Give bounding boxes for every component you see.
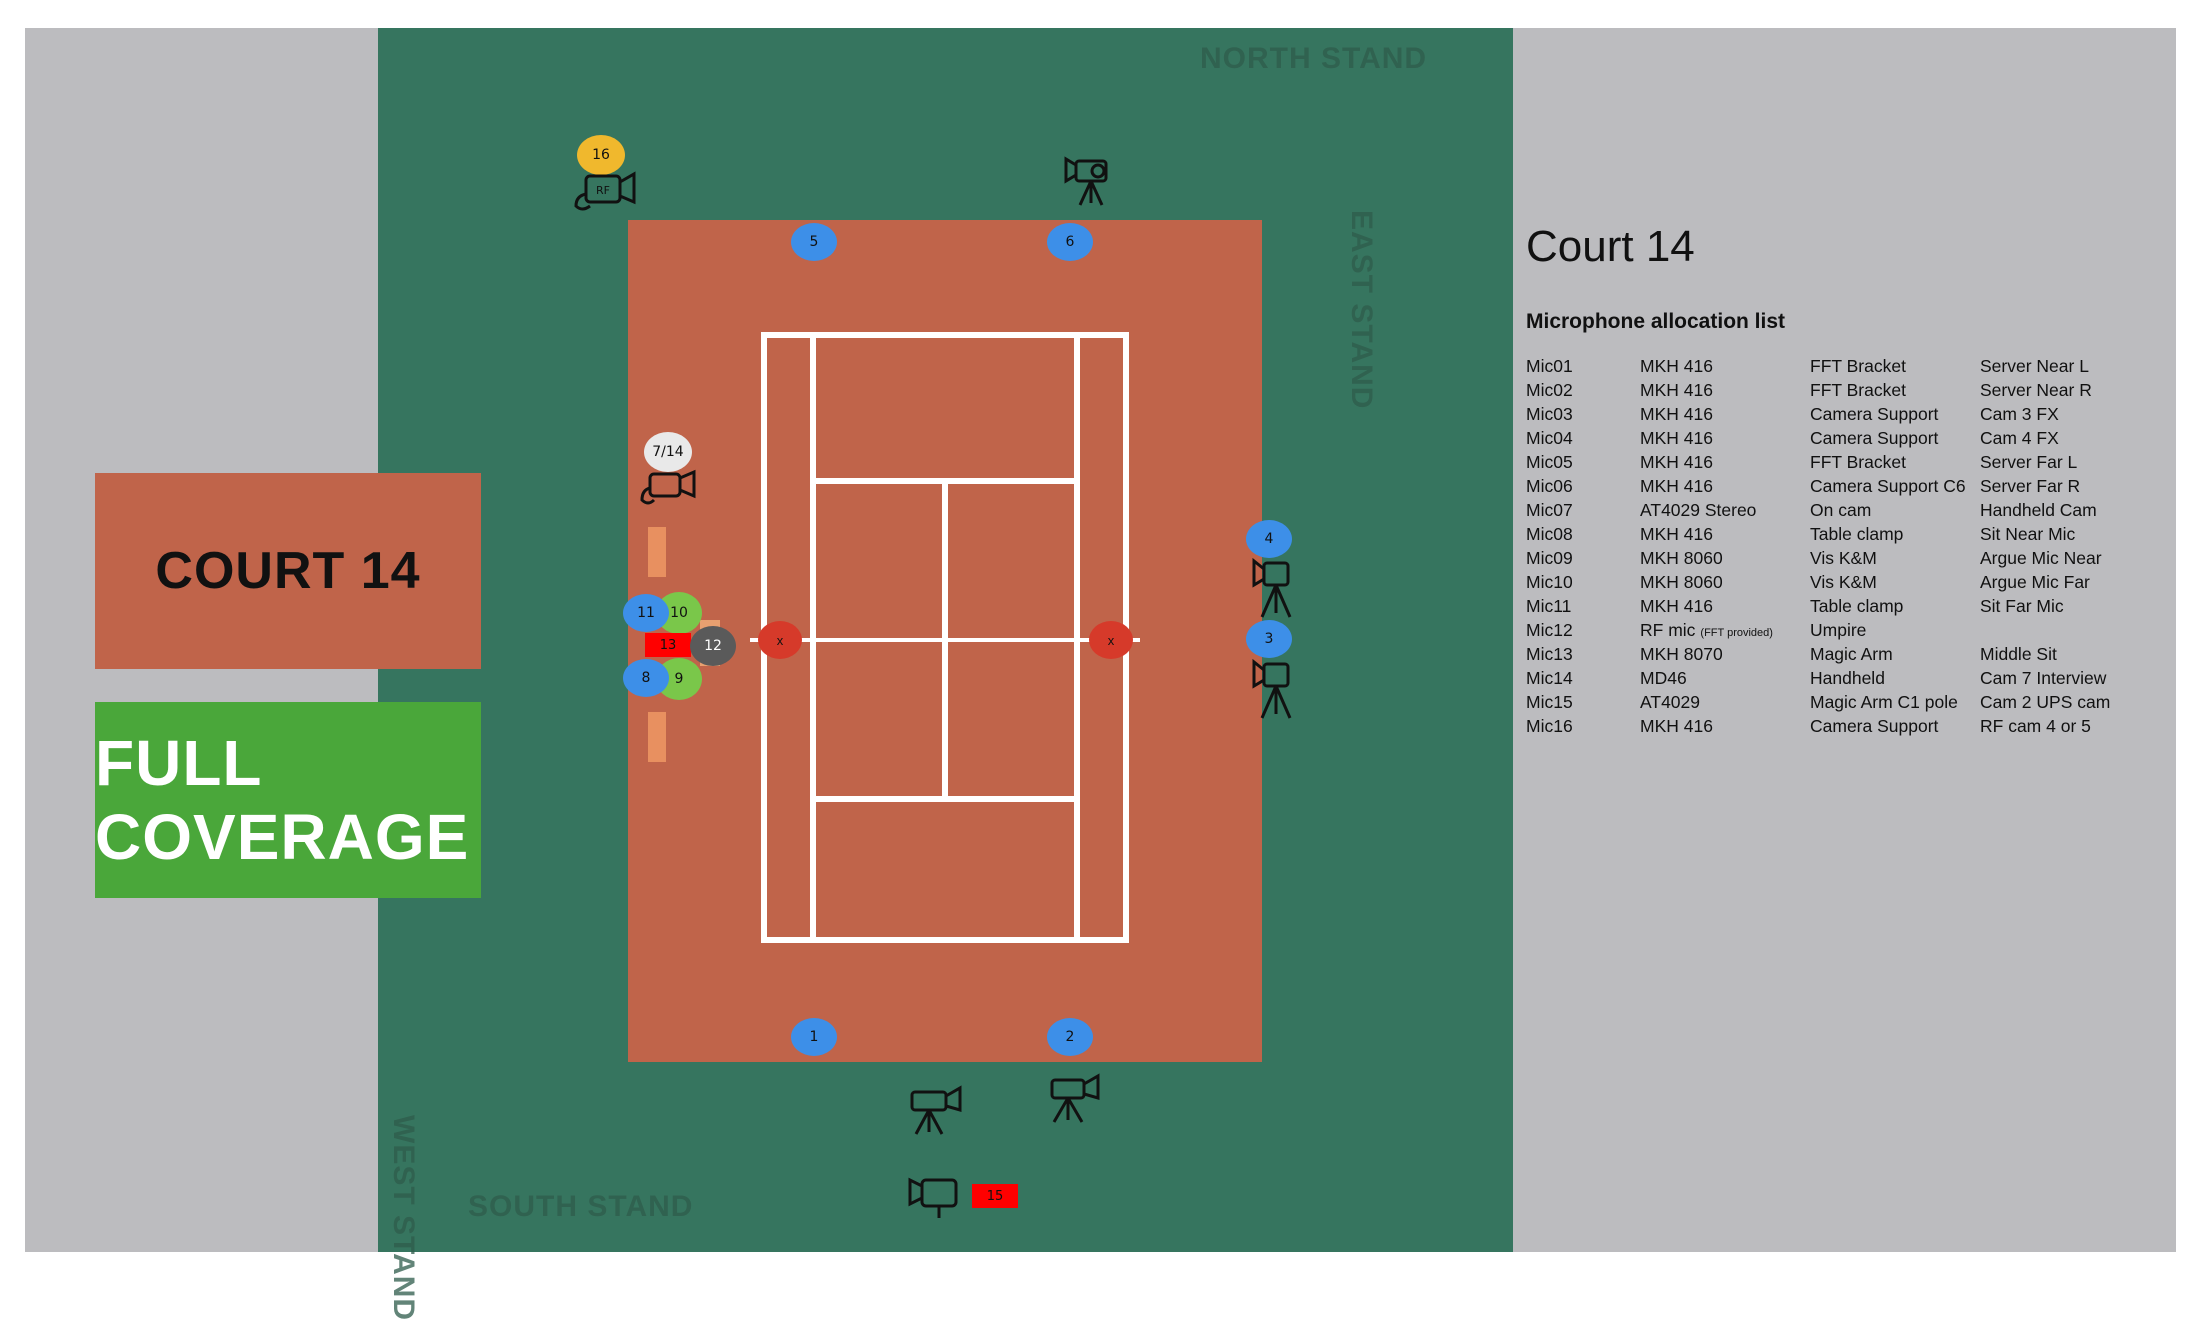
bench-near [648,527,666,577]
mic-model: AT4029 [1640,692,1700,712]
mic-id: Mic15 [1526,692,1573,712]
mic-position: Cam 3 FX [1980,404,2059,424]
mic-marker-11: 11 [623,594,669,632]
mic-id: Mic04 [1526,428,1573,448]
mic-id: Mic05 [1526,452,1573,472]
mic-position: Server Far R [1980,476,2081,496]
list-heading: Microphone allocation list [1526,310,1786,333]
mic-id: Mic06 [1526,476,1573,496]
mic-id: Mic14 [1526,668,1573,688]
mic-id: Mic10 [1526,572,1573,592]
mic-mount: FFT Bracket [1810,380,1906,400]
mic-position: Argue Mic Far [1980,572,2090,592]
mic-id: Mic02 [1526,380,1573,400]
mic-id: Mic12 [1526,620,1573,640]
court-name-badge: COURT 14 [95,473,481,669]
mic-model: MKH 416 [1640,596,1713,616]
mic-model: RF mic (FFT provided) [1640,620,1773,641]
mic-mount: Camera Support [1810,404,1939,424]
mic-marker-4: 4 [1246,520,1292,558]
mic-model: MKH 416 [1640,404,1713,424]
mic-mount: Table clamp [1810,596,1904,616]
mic-id: Mic01 [1526,356,1573,376]
mic-mount: Camera Support [1810,716,1939,736]
mic-mount: Handheld [1810,668,1885,688]
mic-model-note: (FFT provided) [1700,627,1773,639]
mic-marker-2: 2 [1047,1018,1093,1056]
mic-mount: FFT Bracket [1810,452,1906,472]
mic-id: Mic16 [1526,716,1573,736]
mic-model: MKH 416 [1640,476,1713,496]
mic-model: MKH 8060 [1640,548,1723,568]
mic-marker-6: 6 [1047,223,1093,261]
mic-model: MKH 416 [1640,524,1713,544]
mic-mount: On cam [1810,500,1872,520]
camera-on-tripod-icon [1252,557,1292,618]
camera-on-tripod-icon [910,1085,962,1135]
mic-position: Argue Mic Near [1980,548,2102,568]
mic-model: MKH 416 [1640,452,1713,472]
mic-marker-13: 13 [645,633,691,657]
rf-camera-icon: RF [574,171,636,211]
mic-model: MD46 [1640,668,1687,688]
net-post-right: x [1089,621,1133,659]
mic-id: Mic03 [1526,404,1573,424]
mic-mount: Camera Support C6 [1810,476,1966,496]
mic-mount: Vis K&M [1810,548,1877,568]
mic-position: Sit Near Mic [1980,524,2076,544]
mic-marker-10: 10 [656,592,702,634]
mic-id: Mic13 [1526,644,1573,664]
mic-position: Cam 2 UPS cam [1980,692,2111,712]
net-post-left: x [758,621,802,659]
mic-id: Mic09 [1526,548,1573,568]
mic-position: RF cam 4 or 5 [1980,716,2091,736]
mic-model: MKH 416 [1640,428,1713,448]
mic-mount: Camera Support [1810,428,1939,448]
coverage-badge: FULL COVERAGE [95,702,481,898]
mic-marker-8: 8 [623,659,669,697]
mic-mount: Magic Arm [1810,644,1893,664]
mic-marker-1: 1 [791,1018,837,1056]
bench-far [648,712,666,762]
camera-on-tripod-icon [1064,156,1108,206]
mic-marker-12: 12 [690,626,736,666]
mic-model: MKH 416 [1640,356,1713,376]
mic-position: Middle Sit [1980,644,2057,664]
handheld-camera-icon [640,469,696,505]
mic-model: AT4029 Stereo [1640,500,1757,520]
mic-id: Mic07 [1526,500,1573,520]
mic-model-name: RF mic [1640,620,1696,640]
mic-mount: Umpire [1810,620,1867,640]
mic-model: MKH 416 [1640,380,1713,400]
mic-mount: Vis K&M [1810,572,1877,592]
mic-mount: Magic Arm C1 pole [1810,692,1958,712]
mic-id: Mic08 [1526,524,1573,544]
mic-id: Mic11 [1526,596,1572,616]
ups-camera-icon [908,1177,958,1218]
mic-marker-15: 15 [972,1184,1018,1208]
mic-model: MKH 416 [1640,716,1713,736]
mic-position: Cam 7 Interview [1980,668,2107,688]
page-title: Court 14 [1526,222,1695,271]
mic-position: Handheld Cam [1980,500,2097,520]
mic-marker-5: 5 [791,223,837,261]
mic-model: MKH 8060 [1640,572,1723,592]
mic-marker-16: 16 [577,135,625,175]
rf-tag: RF [596,184,610,197]
camera-on-tripod-icon [1252,658,1292,719]
north-stand-label: NORTH STAND [1200,42,1428,75]
mic-mount: FFT Bracket [1810,356,1906,376]
mic-position: Cam 4 FX [1980,428,2059,448]
south-stand-label: SOUTH STAND [468,1190,694,1223]
mic-position: Server Near L [1980,356,2089,376]
camera-on-tripod-icon [1050,1073,1100,1123]
mic-position: Server Near R [1980,380,2092,400]
mic-model: MKH 8070 [1640,644,1723,664]
mic-marker-3: 3 [1246,620,1292,658]
mic-marker-7-14: 7/14 [644,432,692,472]
mic-position: Server Far L [1980,452,2078,472]
mic-mount: Table clamp [1810,524,1904,544]
mic-position: Sit Far Mic [1980,596,2064,616]
